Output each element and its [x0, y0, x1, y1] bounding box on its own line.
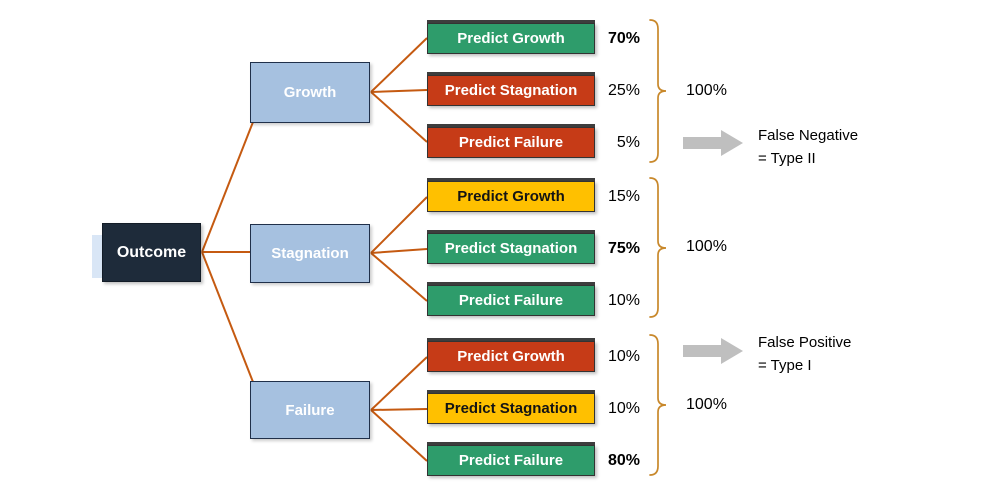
- branch-node-failure: Failure: [250, 381, 370, 439]
- percent-label: 80%: [607, 452, 640, 469]
- branch-node-stagnation: Stagnation: [250, 224, 370, 283]
- percent-label: 15%: [607, 188, 640, 205]
- prediction-node: Predict Stagnation: [427, 233, 595, 264]
- prediction-label: Predict Failure: [458, 452, 564, 469]
- percent-label: 10%: [607, 348, 640, 365]
- brace-failure-group: [649, 334, 667, 476]
- outcome-label: Outcome: [116, 243, 187, 261]
- brace-growth-group: [649, 19, 667, 163]
- total-label: 100%: [686, 238, 727, 255]
- arrow-right-icon: [683, 130, 743, 156]
- outcome-backing-shape: [92, 235, 103, 278]
- prediction-label: Predict Failure: [458, 292, 564, 309]
- outcome-node: Outcome: [102, 223, 201, 282]
- percent-label: 25%: [607, 82, 640, 99]
- prediction-label: Predict Stagnation: [444, 240, 578, 257]
- annotation-line: False Positive: [758, 334, 852, 351]
- annotation-line: False Negative: [758, 127, 859, 144]
- percent-label: 10%: [607, 400, 640, 417]
- prediction-label: Predict Failure: [458, 134, 564, 151]
- prediction-label: Predict Stagnation: [444, 82, 578, 99]
- connector-line: [370, 89, 428, 93]
- percent-label: 75%: [607, 240, 640, 257]
- percent-label: 5%: [616, 134, 640, 151]
- prediction-node: Predict Stagnation: [427, 393, 595, 424]
- brace-stagnation-group: [649, 177, 667, 318]
- prediction-node: Predict Growth: [427, 23, 595, 54]
- prediction-node: Predict Growth: [427, 341, 595, 372]
- connector-line: [370, 37, 428, 93]
- percent-label: 70%: [607, 30, 640, 47]
- connector-line: [370, 91, 428, 143]
- connector-line: [201, 251, 254, 383]
- total-label: 100%: [686, 396, 727, 413]
- prediction-label: Predict Growth: [457, 348, 565, 365]
- prediction-label: Predict Growth: [457, 30, 565, 47]
- connector-lines: [201, 37, 428, 462]
- branch-label: Failure: [285, 401, 335, 419]
- prediction-label: Predict Stagnation: [444, 400, 578, 417]
- prediction-node: Predict Stagnation: [427, 75, 595, 106]
- annotation-false-negative: False Negative = Type II: [758, 124, 908, 170]
- branch-label: Growth: [283, 84, 337, 101]
- prediction-node: Predict Growth: [427, 181, 595, 212]
- annotation-line: = Type II: [758, 150, 816, 167]
- prediction-node: Predict Failure: [427, 127, 595, 158]
- connector-line: [370, 196, 428, 254]
- branch-label: Stagnation: [271, 245, 349, 262]
- connector-line: [370, 252, 428, 302]
- arrow-right-icon: [683, 338, 743, 364]
- prediction-node: Predict Failure: [427, 445, 595, 476]
- branch-node-growth: Growth: [250, 62, 370, 123]
- connector-line: [370, 248, 428, 254]
- connector-line: [370, 408, 428, 411]
- connector-line: [370, 356, 428, 411]
- connector-line: [201, 121, 254, 253]
- connector-line: [370, 409, 428, 462]
- annotation-line: = Type I: [758, 357, 812, 374]
- prediction-label: Predict Growth: [457, 188, 565, 205]
- annotation-false-positive: False Positive = Type I: [758, 331, 908, 377]
- percent-label: 10%: [607, 292, 640, 309]
- prediction-node: Predict Failure: [427, 285, 595, 316]
- total-label: 100%: [686, 82, 727, 99]
